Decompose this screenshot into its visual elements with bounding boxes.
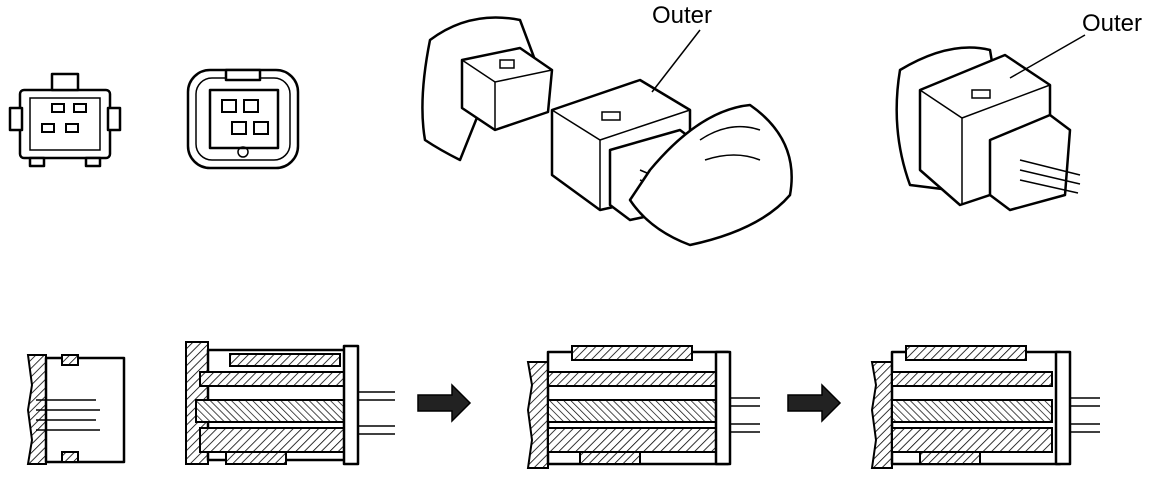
partially-mated-cross-section (526, 345, 760, 469)
female-connector-front-view (186, 68, 300, 170)
fully-mated-cross-section (870, 345, 1100, 469)
outer-label-right: Outer (1082, 10, 1143, 37)
female-connector-cross-section (185, 341, 395, 466)
arrow-right-icon (787, 383, 842, 423)
male-connector-cross-section (26, 354, 126, 465)
connector-mated-illustration (895, 34, 1086, 212)
male-connector-front-view (8, 72, 122, 168)
connector-mating-illustration (421, 16, 793, 247)
arrow-right-icon (417, 383, 472, 423)
outer-label-center: Outer (652, 2, 713, 29)
